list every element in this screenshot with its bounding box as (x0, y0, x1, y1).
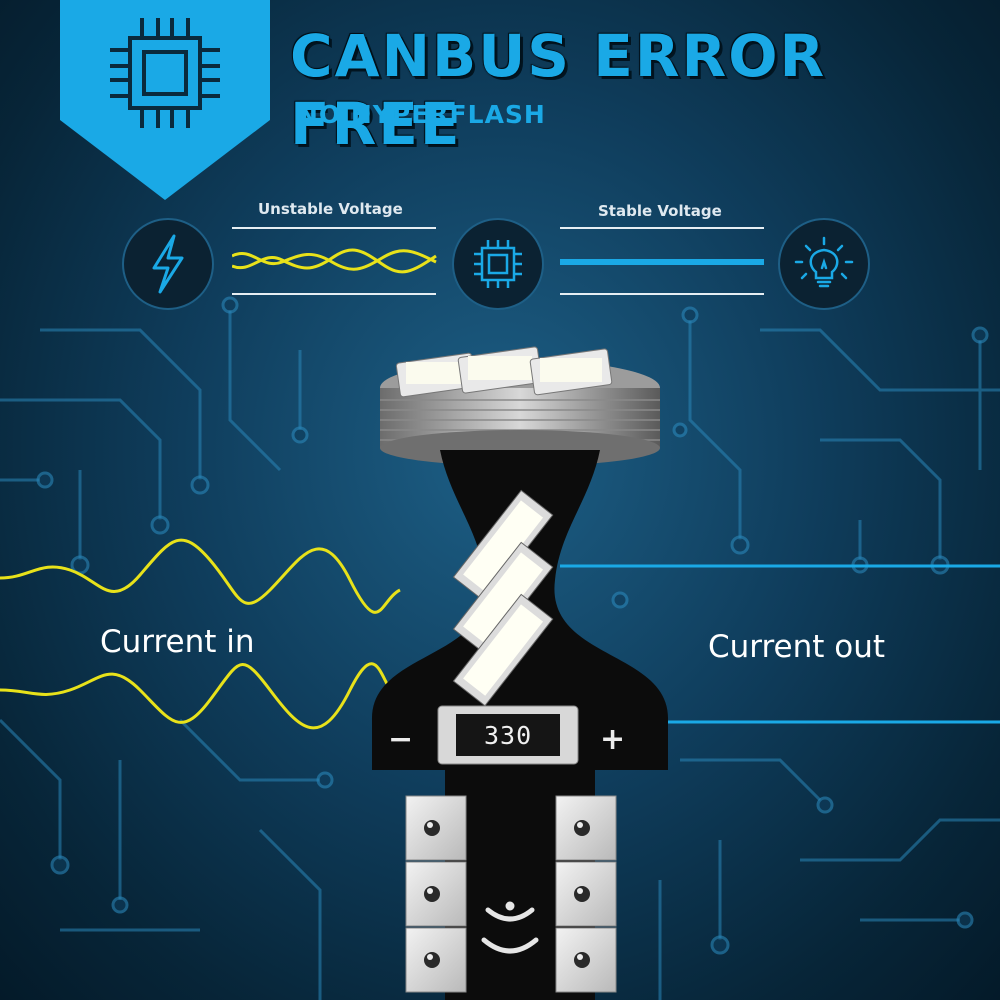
stable-voltage-label: Stable Voltage (598, 202, 722, 220)
chip-icon (474, 240, 522, 288)
resistor (437, 705, 579, 765)
plus-sign: + (600, 722, 626, 757)
lightning-icon (152, 234, 184, 294)
lightning-icon-circle (122, 218, 214, 310)
unstable-voltage-lines (232, 227, 437, 295)
chip-icon-circle (452, 218, 544, 310)
current-in-label: Current in (100, 624, 255, 660)
unstable-voltage-label: Unstable Voltage (258, 200, 403, 218)
current-out-label: Current out (708, 629, 886, 665)
page-subtitle: NO HYPERFLASH (297, 100, 546, 129)
chip-icon (110, 18, 220, 128)
board-logo (481, 901, 539, 954)
side-led-chips (452, 489, 554, 707)
contact-pads (405, 795, 617, 993)
resistor-code: 330 (484, 721, 533, 750)
page-title: CANBUS ERROR FREE (290, 22, 827, 158)
led-bulb (371, 346, 669, 1000)
bulb-icon (794, 236, 854, 288)
stable-voltage-lines (560, 227, 764, 295)
bulb-icon-circle (778, 218, 870, 310)
top-led-chips (395, 346, 613, 398)
minus-sign: − (388, 722, 414, 757)
chip-badge (60, 0, 270, 200)
